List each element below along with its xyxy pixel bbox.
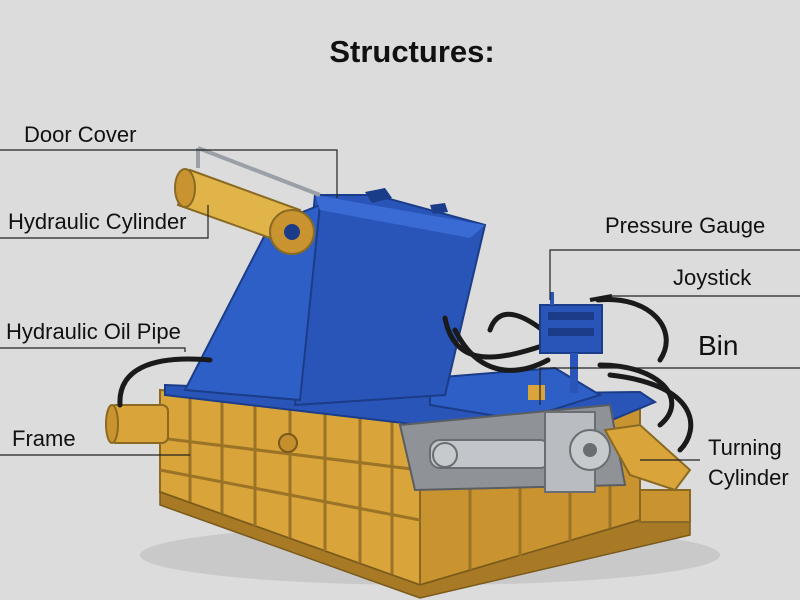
label-hydraulic-cylinder: Hydraulic Cylinder xyxy=(8,209,187,234)
pusher-mechanism xyxy=(398,403,627,493)
turning-cylinder-body xyxy=(603,423,692,523)
leader-hydraulic-oil-pipe xyxy=(0,347,186,352)
frame-cylinder-body xyxy=(105,404,169,444)
label-hydraulic-oil-pipe: Hydraulic Oil Pipe xyxy=(6,319,181,344)
label-joystick: Joystick xyxy=(673,265,752,290)
hydraulic-cylinder-body xyxy=(174,146,321,255)
leader-hydraulic-cylinder xyxy=(0,205,209,239)
label-bin: Bin xyxy=(698,330,739,361)
page-title: Structures: xyxy=(329,34,495,69)
label-door-cover: Door Cover xyxy=(24,122,137,147)
hydraulic-hoses xyxy=(117,297,694,453)
label-turning-cylinder-line2: Cylinder xyxy=(708,465,789,490)
label-turning-cylinder-line1: Turning xyxy=(708,435,782,460)
leader-bin xyxy=(539,367,800,405)
leader-pressure-gauge xyxy=(549,249,800,300)
leader-door-cover xyxy=(0,149,338,198)
label-frame: Frame xyxy=(12,426,76,451)
leader-lines xyxy=(0,149,800,461)
control-valve-block xyxy=(539,292,613,393)
label-pressure-gauge: Pressure Gauge xyxy=(605,213,766,238)
